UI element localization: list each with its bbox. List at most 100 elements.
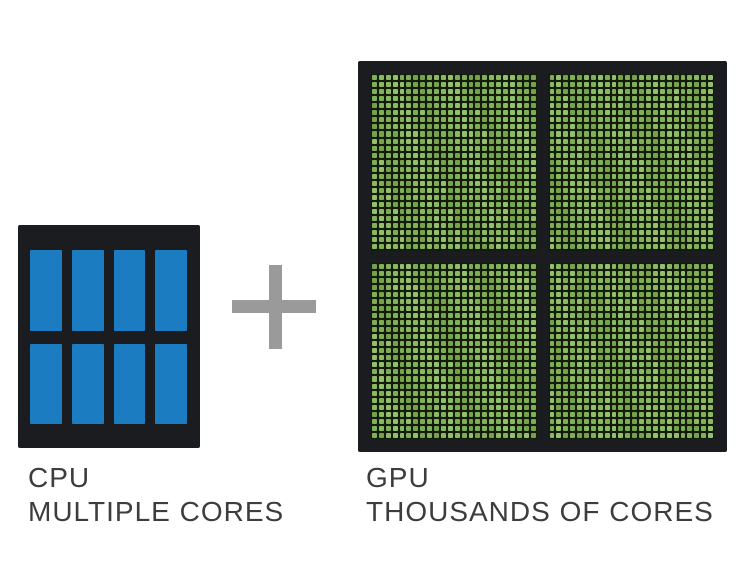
gpu-core [583,173,589,179]
gpu-core [639,230,645,236]
gpu-core [399,341,405,347]
gpu-core [482,397,488,403]
gpu-core [461,298,467,304]
gpu-core [666,195,672,201]
gpu-core [604,404,610,410]
gpu-core [618,145,624,151]
gpu-core [646,404,651,410]
gpu-core [489,298,495,304]
gpu-core [556,110,562,116]
gpu-core [461,305,467,311]
gpu-core [440,334,446,340]
gpu-core [530,355,536,361]
gpu-core [549,397,555,403]
gpu-core [420,82,426,88]
gpu-core [694,96,700,102]
gpu-core [556,230,562,236]
gpu-core [406,195,412,201]
gpu-core [454,341,460,347]
gpu-core [530,383,536,389]
gpu-core [372,341,377,347]
gpu-core [708,195,713,201]
gpu-core [427,173,433,179]
gpu-core [516,319,522,326]
gpu-core [632,117,638,123]
gpu-core [680,404,686,410]
gpu-core [604,312,610,318]
gpu-core [399,180,405,186]
gpu-core [577,270,582,276]
gpu-core [420,103,426,109]
gpu-core [440,270,446,276]
gpu-core [509,383,515,389]
gpu-core [475,390,481,396]
gpu-core [385,418,391,424]
gpu-core [454,334,460,340]
gpu-core [516,270,522,276]
gpu-core [604,173,610,179]
gpu-core [406,187,412,194]
gpu-core [549,96,555,102]
gpu-core [570,319,576,326]
gpu-core [652,180,658,186]
gpu-core [652,305,658,311]
gpu-core [659,383,665,389]
gpu-core [549,298,555,304]
gpu-core [461,131,467,137]
gpu-core [604,397,610,403]
gpu-core [434,96,439,102]
gpu-core [378,348,384,354]
gpu-core [503,145,508,151]
gpu-core [434,390,439,396]
gpu-core [454,230,460,236]
gpu-core [406,404,412,410]
gpu-core [392,187,398,194]
gpu-core [563,237,569,243]
gpu-core [590,152,596,158]
gpu-core [440,244,446,250]
gpu-core [659,418,665,424]
gpu-core [563,312,569,318]
gpu-core [646,425,651,431]
gpu-core [392,244,398,250]
gpu-core [392,195,398,201]
gpu-core [399,145,405,151]
gpu-core [385,110,391,116]
gpu-core [577,180,582,186]
gpu-core [632,96,638,102]
gpu-core [516,305,522,311]
gpu-core [659,341,665,347]
gpu-core [427,138,433,144]
gpu-core [625,124,631,130]
gpu-core [482,173,488,179]
gpu-core [420,355,426,361]
gpu-core [406,124,412,130]
gpu-core [406,270,412,276]
gpu-core [701,390,707,396]
gpu-core [604,355,610,361]
gpu-core [625,355,631,361]
gpu-core [590,237,596,243]
gpu-core [468,341,474,347]
gpu-core [556,82,562,88]
gpu-core [503,152,508,158]
gpu-core [577,383,582,389]
gpu-core [523,418,529,424]
gpu-core [604,103,610,109]
gpu-core [577,418,582,424]
gpu-core [652,369,658,375]
gpu-core [597,383,603,389]
gpu-core [496,166,502,172]
gpu-core [604,110,610,116]
gpu-core [577,209,582,215]
gpu-core [503,89,508,95]
gpu-core [701,138,707,144]
gpu-core [687,89,693,95]
gpu-core [413,75,419,81]
gpu-core [680,383,686,389]
gpu-core [694,166,700,172]
gpu-core [454,103,460,109]
gpu-core [454,432,460,438]
gpu-core [659,209,665,215]
gpu-core [604,348,610,354]
